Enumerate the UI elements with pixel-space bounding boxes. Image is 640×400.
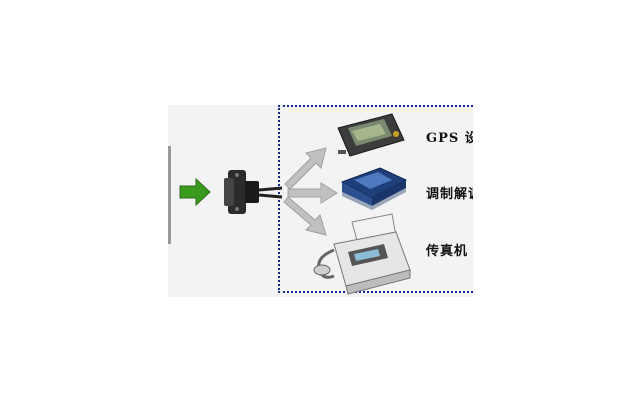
gps-device-label: GPS 设 — [426, 131, 479, 146]
vertical-divider — [168, 146, 171, 244]
modem-device-label: 调制解调 — [426, 187, 483, 202]
green-arrow-icon — [179, 177, 211, 207]
fax-machine-label: 传真机 — [426, 244, 469, 259]
fax-machine-icon — [313, 213, 411, 295]
device-group-box — [278, 105, 473, 293]
gps-device-icon — [337, 113, 405, 157]
image-crop-edge — [473, 100, 640, 300]
modem-device-icon — [340, 167, 408, 210]
serial-connector-icon — [224, 170, 283, 214]
connection-arrows — [283, 147, 338, 236]
